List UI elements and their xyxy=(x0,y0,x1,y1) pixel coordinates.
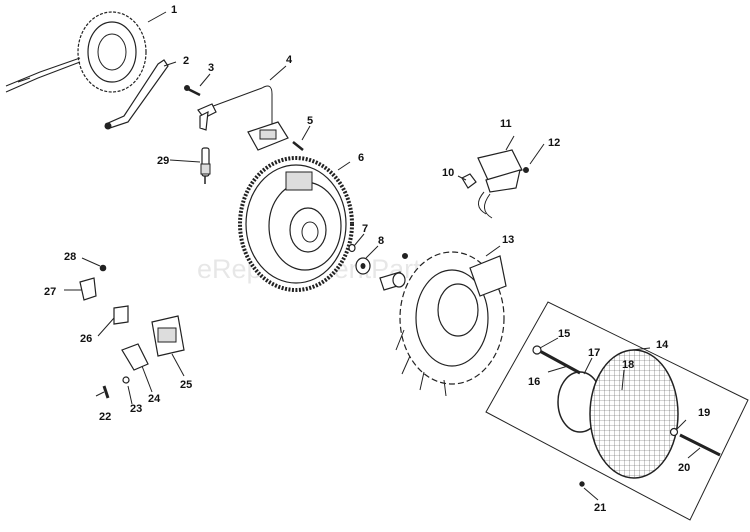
label-25: 25 xyxy=(180,379,192,391)
label-17: 17 xyxy=(588,347,600,359)
label-2: 2 xyxy=(183,55,189,67)
label-10: 10 xyxy=(442,167,454,179)
label-27: 27 xyxy=(44,286,56,298)
screen-assembly xyxy=(485,301,749,521)
stator xyxy=(5,11,147,93)
screw-5 xyxy=(292,141,304,151)
label-8: 8 xyxy=(378,235,384,247)
label-28: 28 xyxy=(64,251,76,263)
screw-3 xyxy=(184,85,201,97)
label-29: 29 xyxy=(157,155,169,167)
label-13: 13 xyxy=(502,234,514,246)
label-16: 16 xyxy=(528,376,540,388)
label-5: 5 xyxy=(307,115,313,127)
label-14: 14 xyxy=(656,339,669,351)
label-23: 23 xyxy=(130,403,142,415)
hardware-7-8-9 xyxy=(348,243,408,291)
small-parts-group xyxy=(79,264,185,399)
label-22: 22 xyxy=(99,411,111,423)
label-1: 1 xyxy=(171,4,177,16)
label-7: 7 xyxy=(362,223,368,235)
label-24: 24 xyxy=(148,393,161,405)
flywheel xyxy=(238,156,354,292)
cooling-fan xyxy=(395,251,507,397)
label-26: 26 xyxy=(80,333,92,345)
label-6: 6 xyxy=(358,152,364,164)
label-4: 4 xyxy=(286,54,293,66)
rectifier-regulator xyxy=(461,149,529,219)
label-12: 12 xyxy=(548,137,560,149)
label-15: 15 xyxy=(558,328,570,340)
ground-bracket xyxy=(104,59,169,130)
part-labels: 1 2 3 4 5 6 7 8 10 11 12 13 14 15 16 17 … xyxy=(44,4,710,514)
label-18: 18 xyxy=(622,359,634,371)
label-21: 21 xyxy=(594,502,606,514)
spark-plug xyxy=(200,147,211,184)
label-11: 11 xyxy=(500,118,512,130)
label-20: 20 xyxy=(678,462,690,474)
label-3: 3 xyxy=(208,62,214,74)
label-19: 19 xyxy=(698,407,710,419)
leader-lines xyxy=(64,11,701,501)
ignition-module xyxy=(197,85,289,151)
